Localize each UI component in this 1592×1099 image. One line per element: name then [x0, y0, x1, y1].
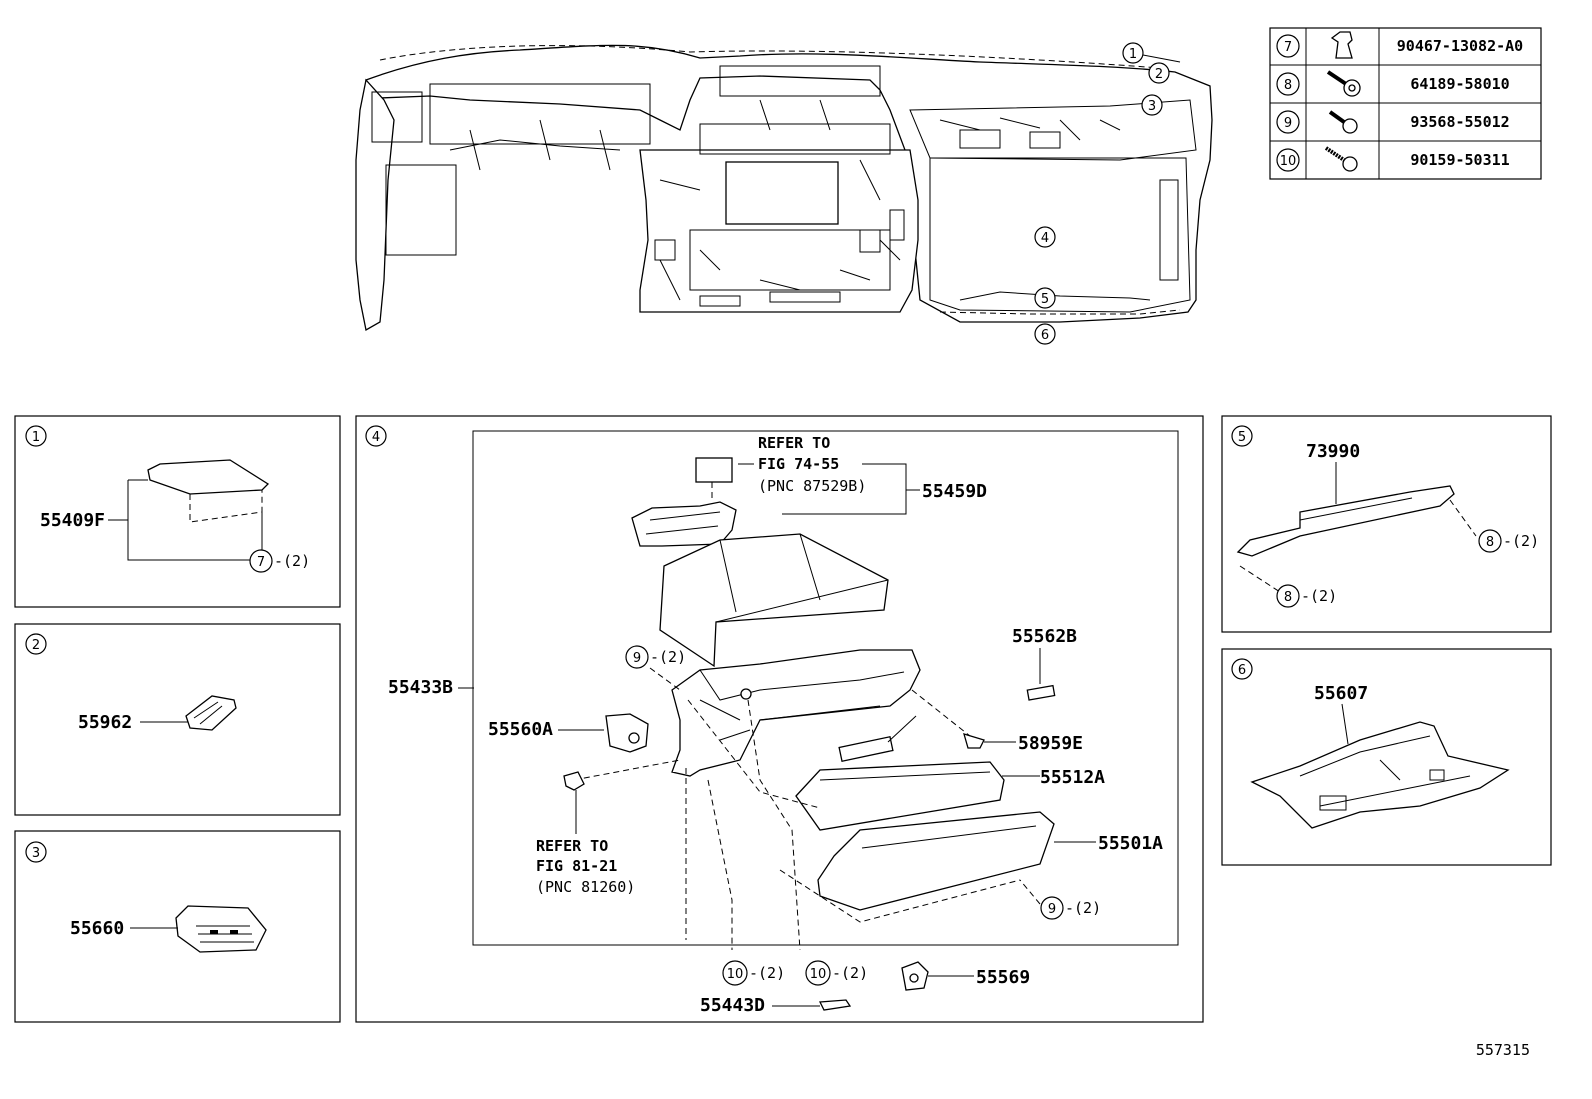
- svg-text:4: 4: [372, 430, 380, 445]
- svg-text:9: 9: [1048, 902, 1056, 917]
- detail-panel-1: 1 55409F 7 -(2): [14, 415, 341, 608]
- detail-panel-4: 4 REFER TO FIG 74-55 (PNC 87529B) 55459D: [355, 415, 1204, 1023]
- connector-part-illustration: [563, 771, 585, 791]
- svg-text:-(2): -(2): [1503, 532, 1539, 550]
- svg-text:2: 2: [1155, 67, 1163, 82]
- svg-text:5: 5: [1238, 430, 1246, 445]
- svg-text:7: 7: [257, 555, 265, 570]
- svg-text:55962: 55962: [78, 712, 132, 733]
- svg-text:1: 1: [32, 430, 40, 445]
- svg-text:3: 3: [1148, 99, 1156, 114]
- detail-panel-2: 2 55962: [14, 623, 341, 816]
- figure-id: 557315: [1476, 1041, 1530, 1059]
- damper-box-illustration: [659, 533, 889, 668]
- pin-part-illustration: [1026, 684, 1056, 701]
- svg-text:-(2): -(2): [650, 648, 686, 666]
- main-callout-6: 6: [1034, 323, 1056, 345]
- detail-panel-3: 3 55660: [14, 830, 341, 1023]
- clip-nut-illustration: [901, 961, 929, 991]
- main-callout-4: 4: [1034, 226, 1056, 248]
- svg-text:5: 5: [1041, 292, 1049, 307]
- svg-text:55443D: 55443D: [700, 995, 765, 1016]
- switch-part-illustration: [185, 695, 237, 731]
- svg-text:90159-50311: 90159-50311: [1410, 151, 1509, 169]
- svg-text:58959E: 58959E: [1018, 733, 1083, 754]
- lock-part-illustration: [605, 713, 649, 753]
- svg-text:90467-13082-A0: 90467-13082-A0: [1397, 37, 1523, 55]
- small-bracket-illustration: [818, 999, 852, 1011]
- screw-icon: [1328, 110, 1358, 134]
- detail-panel-5: 5 73990 8 -(2) 8 -(2): [1221, 415, 1552, 633]
- svg-text:-(2): -(2): [832, 964, 868, 982]
- latch-part-illustration: [963, 733, 985, 749]
- door-inner-illustration: [795, 761, 1005, 831]
- svg-text:73990: 73990: [1306, 441, 1360, 462]
- svg-text:-(2): -(2): [749, 964, 785, 982]
- main-callout-1: 1: [1122, 42, 1181, 64]
- svg-text:7: 7: [1284, 40, 1292, 55]
- svg-text:8: 8: [1284, 78, 1292, 93]
- svg-text:9: 9: [1284, 116, 1292, 131]
- fastener-row: 10 90159-50311: [1276, 146, 1510, 172]
- svg-text:3: 3: [32, 846, 40, 861]
- svg-text:REFER TO: REFER TO: [758, 434, 830, 452]
- svg-text:2: 2: [32, 638, 40, 653]
- svg-text:6: 6: [1041, 328, 1049, 343]
- svg-text:93568-55012: 93568-55012: [1410, 113, 1509, 131]
- svg-text:55660: 55660: [70, 918, 124, 939]
- svg-text:REFER TO: REFER TO: [536, 837, 608, 855]
- svg-text:(PNC 87529B): (PNC 87529B): [758, 477, 866, 495]
- svg-text:55607: 55607: [1314, 683, 1368, 704]
- svg-text:(PNC 81260): (PNC 81260): [536, 878, 635, 896]
- svg-text:55501A: 55501A: [1098, 833, 1163, 854]
- bolt-washer-icon: [1326, 70, 1361, 97]
- fastener-row: 8 64189-58010: [1276, 70, 1510, 97]
- clip-icon: [1330, 31, 1353, 59]
- under-cover-illustration: [1250, 721, 1510, 829]
- svg-text:-(2): -(2): [1301, 587, 1337, 605]
- tapping-screw-icon: [1324, 146, 1358, 172]
- svg-text:55409F: 55409F: [40, 510, 105, 531]
- main-callout-5: 5: [1034, 287, 1056, 309]
- svg-text:55562B: 55562B: [1012, 626, 1077, 647]
- svg-text:64189-58010: 64189-58010: [1410, 75, 1509, 93]
- svg-text:8: 8: [1486, 535, 1494, 550]
- lamp-part-illustration: [631, 457, 737, 547]
- svg-text:FIG 74-55: FIG 74-55: [758, 455, 839, 473]
- svg-text:55433B: 55433B: [388, 677, 453, 698]
- glove-box-frame-illustration: [671, 649, 921, 777]
- svg-text:-(2): -(2): [1065, 899, 1101, 917]
- svg-text:FIG 81-21: FIG 81-21: [536, 857, 617, 875]
- svg-text:8: 8: [1284, 590, 1292, 605]
- fastener-row: 7 90467-13082-A0: [1276, 31, 1523, 59]
- reinforcement-bar-illustration: [1236, 485, 1455, 557]
- svg-text:55459D: 55459D: [922, 481, 987, 502]
- lid-part-illustration: [147, 459, 270, 523]
- svg-text:10: 10: [727, 967, 744, 982]
- detail-panel-6: 6 55607: [1221, 648, 1552, 866]
- svg-text:-(2): -(2): [274, 552, 310, 570]
- main-callout-3: 3: [1141, 94, 1163, 116]
- svg-text:1: 1: [1129, 47, 1137, 62]
- main-callout-2: 2: [1148, 62, 1170, 84]
- svg-text:55569: 55569: [976, 967, 1030, 988]
- svg-text:9: 9: [633, 651, 641, 666]
- svg-text:10: 10: [1280, 154, 1297, 169]
- svg-text:55560A: 55560A: [488, 719, 553, 740]
- damper-part-illustration: [838, 715, 917, 763]
- svg-text:55512A: 55512A: [1040, 767, 1105, 788]
- fastener-row: 9 93568-55012: [1276, 110, 1510, 134]
- svg-text:10: 10: [810, 967, 827, 982]
- vent-part-illustration: [175, 905, 267, 953]
- door-outer-illustration: [817, 811, 1055, 911]
- svg-text:6: 6: [1238, 663, 1246, 678]
- instrument-panel-illustration: [355, 44, 1213, 332]
- svg-text:4: 4: [1041, 231, 1049, 246]
- fastener-table: 7 90467-13082-A0 8 64189-58010 9 93568-5: [1269, 27, 1542, 180]
